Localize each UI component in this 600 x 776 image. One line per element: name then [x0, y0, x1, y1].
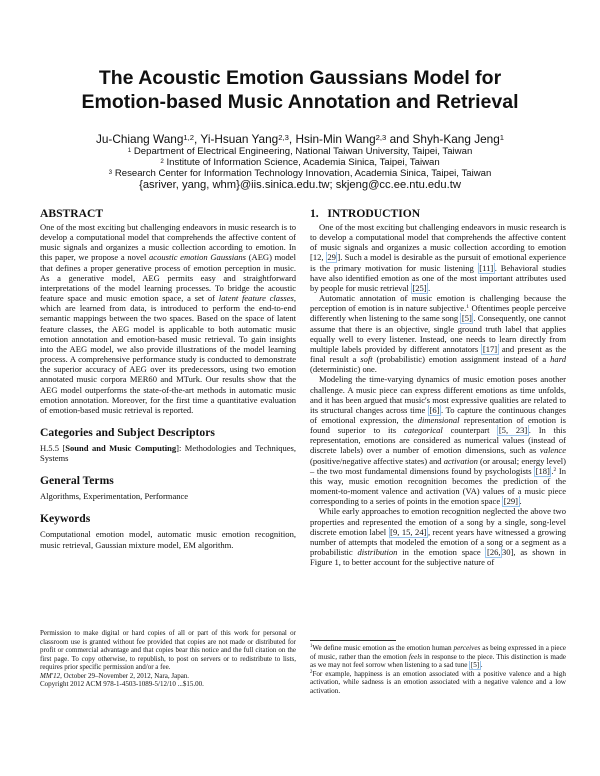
title-line-2: Emotion-based Music Annotation and Retri…	[81, 91, 519, 113]
footnote-1: 1We define music emotion as the emotion …	[310, 644, 566, 671]
right-column: 1. INTRODUCTION One of the most exciting…	[310, 207, 566, 567]
venue-text: MM'12, October 29–November 2, 2012, Nara…	[40, 671, 190, 680]
citation-link[interactable]: [26,	[485, 547, 503, 558]
categories-heading: Categories and Subject Descriptors	[40, 425, 215, 439]
categories-text: H.5.5 [Sound and Music Computing]: Metho…	[40, 442, 296, 464]
citation-link[interactable]: [5]	[460, 313, 474, 325]
footnotes: 1We define music emotion as the emotion …	[310, 640, 566, 696]
citation-link[interactable]: [11]	[477, 262, 495, 274]
citation-link[interactable]: [5, 23]	[497, 425, 529, 437]
intro-paragraph-4: While early approaches to emotion recogn…	[310, 506, 567, 568]
affiliation-3: 3 Research Center for Information Techno…	[108, 168, 492, 179]
keywords-text: Computational emotion model, automatic m…	[40, 529, 296, 550]
citation-link[interactable]: [6]	[427, 404, 441, 416]
permission-text: Permission to make digital or hard copie…	[40, 629, 296, 672]
author-name: Shyh-Kang Jeng	[412, 132, 500, 146]
citation-link[interactable]: [9, 15, 24]	[388, 526, 428, 538]
affiliation-1: 1 Department of Electrical Engineering, …	[127, 146, 473, 157]
intro-paragraph-2: Automatic annotation of music emotion is…	[310, 293, 566, 375]
footnote-rule	[310, 640, 396, 641]
title-line-1: The Acoustic Emotion Gaussians Model for	[98, 67, 502, 89]
citation-link[interactable]: [17]	[481, 343, 499, 355]
permission-block: Permission to make digital or hard copie…	[40, 629, 296, 689]
intro-paragraph-1: One of the most exciting but challenging…	[310, 222, 566, 294]
author-name: Hsin-Min Wang	[295, 132, 376, 146]
citation-link[interactable]: [18]	[534, 465, 552, 477]
left-column: ABSTRACT One of the most exciting but ch…	[40, 207, 296, 550]
footnote-2: 2For example, happiness is an emotion as…	[310, 669, 566, 695]
author-emails: {asriver, yang, whm}@iis.sinica.edu.tw; …	[139, 179, 461, 191]
copyright-text: Copyright 2012 ACM 978-1-4503-1089-5/12/…	[40, 680, 204, 689]
footnote-ref[interactable]: 1	[466, 304, 470, 311]
intro-paragraph-3: Modeling the time-varying dynamics of mu…	[310, 374, 567, 508]
citation-link[interactable]: [5]	[469, 661, 481, 671]
general-terms-heading: General Terms	[40, 474, 114, 488]
citation-link[interactable]: [25]	[410, 282, 429, 294]
footnote-ref[interactable]: 2	[553, 466, 557, 473]
introduction-heading: 1. INTRODUCTION	[310, 207, 421, 220]
affiliation-2: 2 Institute of Information Science, Acad…	[160, 157, 440, 168]
citation-link[interactable]: [29]	[502, 496, 520, 508]
paper-title: The Acoustic Emotion Gaussians Model for…	[0, 66, 600, 114]
keywords-heading: Keywords	[40, 512, 91, 526]
author-name: Yi-Hsuan Yang	[200, 132, 279, 146]
citation-link[interactable]: 29	[325, 252, 338, 264]
author-name: Ju-Chiang Wang	[95, 132, 184, 146]
author-list: Ju-Chiang Wang1,2, Yi-Hsuan Yang2,3, Hsi…	[95, 132, 505, 146]
abstract-heading: ABSTRACT	[40, 207, 104, 220]
abstract-text: One of the most exciting but challenging…	[40, 222, 296, 415]
general-terms-text: Algorithms, Experimentation, Performance	[40, 491, 189, 502]
